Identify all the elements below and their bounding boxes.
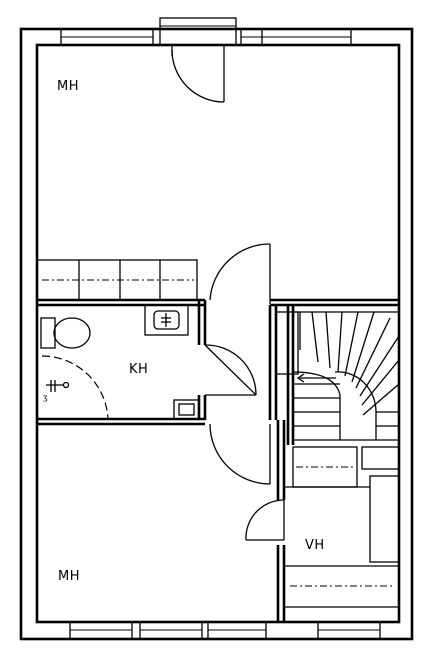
- room-label-bedroom-top: MH: [57, 79, 79, 94]
- window-top-center-bay: [159, 17, 237, 46]
- utility-cabinet: [173, 399, 200, 420]
- window-bottom-3: [207, 621, 267, 640]
- door-swing-arc: [204, 344, 257, 396]
- sink-basin: [153, 310, 180, 330]
- staircase: [275, 311, 400, 441]
- utility-cabinet-inner: [178, 403, 195, 416]
- shower-curtain: [41, 355, 109, 421]
- stair-landing: [275, 311, 299, 375]
- interior-walls: [37, 298, 399, 622]
- toilet-tank: [40, 317, 56, 349]
- drain-glyph: ʒ: [43, 393, 48, 402]
- window-bottom-4: [317, 621, 381, 640]
- door-closet: [245, 499, 285, 541]
- door-bathroom: [204, 344, 257, 396]
- stair-inner-curve: [292, 371, 341, 440]
- door-hall-lower: [209, 423, 271, 485]
- door-swing-arc: [209, 243, 271, 301]
- wardrobes: [36, 259, 198, 301]
- shower-head-icon: [62, 381, 70, 389]
- door-top: [171, 45, 225, 103]
- door-swing-arc: [171, 49, 225, 103]
- room-label-bedroom-bottom: MH: [58, 569, 80, 584]
- window-bottom-1: [69, 621, 133, 640]
- door-swing-arc: [209, 423, 271, 485]
- toilet-bowl: [53, 317, 91, 349]
- storage-cabinet-b: [361, 446, 400, 470]
- door-swing-arc: [245, 499, 285, 541]
- top-windows: [60, 17, 352, 46]
- stair-outer-curve: [334, 371, 377, 440]
- room-label-closet: VH: [305, 538, 325, 553]
- door-hall-upper: [209, 243, 271, 304]
- room-label-bathroom: KH: [129, 362, 148, 377]
- hall-storage: [284, 446, 400, 608]
- bottom-windows: [69, 621, 381, 640]
- window-bottom-2: [139, 621, 203, 640]
- wardrobe-vertical: [369, 475, 400, 563]
- bathroom-fixtures: ʒ: [40, 304, 200, 421]
- outer-wall-inside: [35, 43, 401, 624]
- sink-counter: [144, 304, 189, 336]
